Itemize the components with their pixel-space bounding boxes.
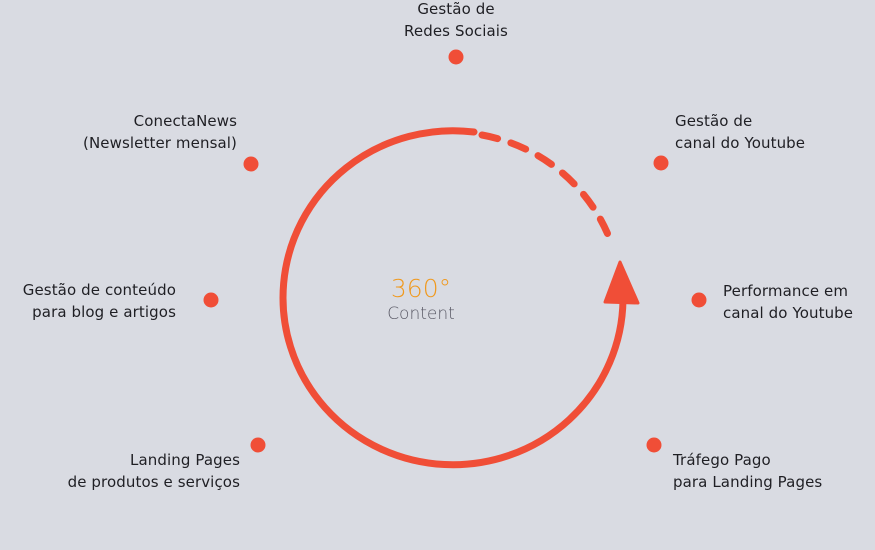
node-label-line: para blog e artigos bbox=[32, 303, 176, 321]
node-label-line: Gestão de bbox=[675, 112, 753, 130]
node-label-line: canal do Youtube bbox=[675, 134, 806, 152]
center-title: 360° bbox=[390, 274, 452, 303]
node-label-line: canal do Youtube bbox=[723, 304, 854, 322]
node-label-line: Gestão de conteúdo bbox=[22, 281, 176, 299]
node-dot-conectanews bbox=[243, 156, 259, 172]
node-label-redes-sociais: Gestão de Redes Sociais bbox=[376, 0, 536, 42]
node-label-line: ConectaNews bbox=[133, 112, 237, 130]
node-dot-performance-youtube bbox=[691, 292, 707, 308]
node-label-conectanews: ConectaNews (Newsletter mensal) bbox=[83, 110, 237, 154]
node-label-line: de produtos e serviços bbox=[67, 473, 240, 491]
cycle-arrowhead-icon bbox=[603, 260, 640, 305]
cycle-solid-arc bbox=[279, 127, 627, 469]
node-dot-redes-sociais bbox=[448, 49, 464, 65]
node-label-line: para Landing Pages bbox=[673, 473, 823, 491]
cycle-dashed-arc bbox=[478, 131, 616, 249]
node-label-line: Landing Pages bbox=[130, 451, 240, 469]
node-label-trafego-pago: Tráfego Pago para Landing Pages bbox=[673, 449, 822, 493]
node-label-line: (Newsletter mensal) bbox=[83, 134, 237, 152]
node-label-line: Tráfego Pago bbox=[673, 451, 771, 469]
node-label-performance-youtube: Performance em canal do Youtube bbox=[723, 280, 853, 324]
node-dot-trafego-pago bbox=[646, 437, 662, 453]
node-label-landing-pages: Landing Pages de produtos e serviços bbox=[68, 449, 240, 493]
node-dot-landing-pages bbox=[250, 437, 266, 453]
node-label-line: Performance em bbox=[723, 282, 849, 300]
node-label-conteudo-blog: Gestão de conteúdo para blog e artigos bbox=[23, 279, 176, 323]
node-dot-conteudo-blog bbox=[203, 292, 219, 308]
node-label-line: Redes Sociais bbox=[404, 22, 508, 40]
node-dot-canal-youtube bbox=[653, 155, 669, 171]
node-label-line: Gestão de bbox=[417, 0, 495, 18]
center-subtitle: Content bbox=[387, 304, 455, 324]
node-label-canal-youtube: Gestão de canal do Youtube bbox=[675, 110, 805, 154]
